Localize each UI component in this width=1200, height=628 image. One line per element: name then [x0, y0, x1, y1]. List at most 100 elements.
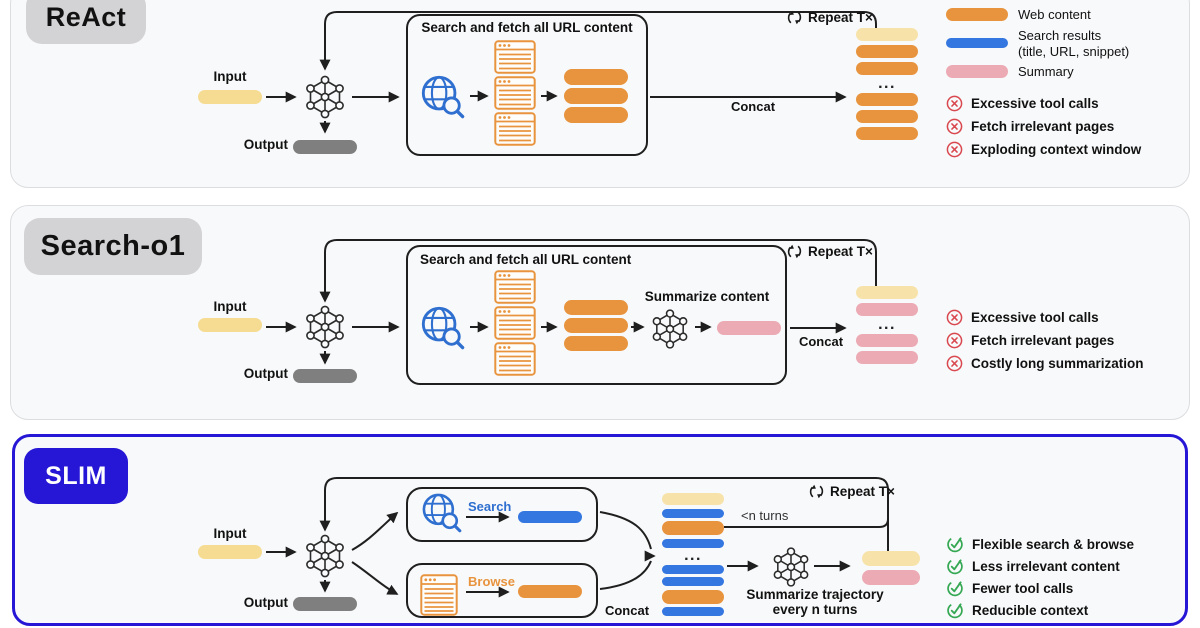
blue-bar [662, 564, 724, 574]
green-check-icon [947, 602, 963, 619]
searcho1-issue-2: Fetch irrelevant pages [946, 332, 1114, 349]
searcho1-repeat-label: Repeat T× [808, 244, 873, 259]
pink-bar [856, 351, 918, 364]
slim-output-bar [293, 597, 357, 611]
searcho1-concat-label: Concat [798, 334, 844, 349]
yellowLight-bar [856, 28, 918, 41]
panel-slim [12, 434, 1188, 626]
repeat-icon [787, 10, 802, 25]
orange-bar [662, 521, 724, 535]
ellipsis: ... [684, 547, 702, 564]
legend-search-results-swatch [946, 38, 1008, 48]
yellowLight-bar [862, 551, 920, 566]
panel-title-react-label: ReAct [45, 1, 127, 32]
orange-bar [856, 62, 918, 75]
orange-bar [856, 93, 918, 106]
panel-title-react: ReAct [26, 0, 146, 44]
slim-output-label: Output [243, 595, 288, 610]
orange-bar [564, 69, 628, 85]
searcho1-webcontent-bars [564, 300, 628, 351]
repeat-icon [809, 484, 824, 499]
react-webcontent-bars [564, 69, 628, 123]
slim-summary-stack [862, 551, 920, 585]
react-box-title: Search and fetch all URL content [421, 20, 633, 35]
react-issue-3: Exploding context window [946, 141, 1141, 158]
panel-title-slim-label: SLIM [45, 461, 107, 490]
react-repeat: Repeat T× [786, 9, 873, 26]
llm-icon [306, 534, 344, 578]
orange-bar [564, 107, 628, 123]
pink-bar [856, 334, 918, 347]
slim-browse-result-bar [518, 585, 582, 598]
webpage-icon [494, 112, 536, 146]
legend-summary-swatch [946, 65, 1008, 78]
react-context-stack: ... [856, 28, 918, 140]
slim-benefit-2: Less irrelevant content [946, 557, 1120, 575]
slim-benefit-3: Fewer tool calls [946, 579, 1073, 597]
searcho1-box-title: Search and fetch all URL content [420, 252, 632, 267]
webpage-icon [494, 76, 536, 110]
issue-label: Exploding context window [971, 142, 1142, 157]
red-x-icon [946, 309, 963, 326]
browse-page-icon [420, 574, 458, 616]
repeat-icon [787, 244, 802, 259]
orange-bar [856, 45, 918, 58]
blue-bar [662, 607, 724, 616]
react-concat-label: Concat [730, 99, 776, 114]
yellowLight-bar [662, 493, 724, 505]
issue-label: Fetch irrelevant pages [971, 333, 1115, 348]
slim-input-bar [198, 545, 262, 559]
react-issue-2: Fetch irrelevant pages [946, 118, 1114, 135]
slim-summarize-label-line1: Summarize trajectory [746, 587, 884, 602]
web-search-icon [421, 75, 465, 119]
searcho1-input-label: Input [213, 299, 247, 314]
issue-label: Fetch irrelevant pages [971, 119, 1115, 134]
webpage-icon [494, 342, 536, 376]
issue-label: Excessive tool calls [971, 96, 1099, 111]
searcho1-summary-bar [717, 321, 781, 335]
panel-title-slim: SLIM [24, 448, 128, 504]
green-check-icon [947, 536, 963, 553]
benefit-label: Reducible context [972, 602, 1089, 618]
legend-search-results-label-line2: (title, URL, snippet) [1018, 44, 1130, 59]
webpage-icon [494, 40, 536, 74]
webpage-icon [494, 306, 536, 340]
slim-repeat: Repeat T× [808, 483, 895, 500]
llm-icon [306, 305, 344, 349]
slim-summarize-label-line2: every n turns [772, 602, 858, 617]
green-check-icon [947, 580, 963, 597]
issue-label: Excessive tool calls [971, 310, 1099, 325]
orange-bar [662, 589, 724, 604]
slim-browse-label: Browse [468, 574, 515, 589]
benefit-label: Fewer tool calls [972, 580, 1074, 596]
webpage-icon [494, 270, 536, 304]
slim-concat-stack: ... [662, 493, 724, 616]
searcho1-webpage-stack [494, 270, 536, 376]
orange-bar [564, 336, 628, 351]
green-check-icon [947, 558, 963, 575]
slim-n-turns-label: <n turns [741, 508, 789, 523]
panel-title-search-o1-label: Search-o1 [40, 230, 186, 262]
red-x-icon [946, 141, 963, 158]
orange-bar [564, 318, 628, 333]
orange-bar [564, 88, 628, 104]
yellowLight-bar [856, 286, 918, 299]
orange-bar [856, 127, 918, 140]
llm-icon [652, 309, 688, 349]
pink-bar [862, 570, 920, 585]
benefit-label: Flexible search & browse [972, 536, 1135, 552]
orange-bar [564, 300, 628, 315]
panel-title-search-o1: Search-o1 [24, 218, 202, 275]
react-input-bar [198, 90, 262, 104]
pink-bar [856, 303, 918, 316]
slim-repeat-label: Repeat T× [830, 484, 895, 499]
blue-bar [662, 508, 724, 518]
searcho1-summarize-label: Summarize content [644, 289, 770, 304]
react-input-label: Input [213, 69, 247, 84]
red-x-icon [946, 332, 963, 349]
orange-bar [856, 110, 918, 123]
searcho1-repeat: Repeat T× [786, 243, 873, 260]
legend-search-results-label-line1: Search results [1018, 28, 1102, 43]
searcho1-issue-1: Excessive tool calls [946, 309, 1099, 326]
